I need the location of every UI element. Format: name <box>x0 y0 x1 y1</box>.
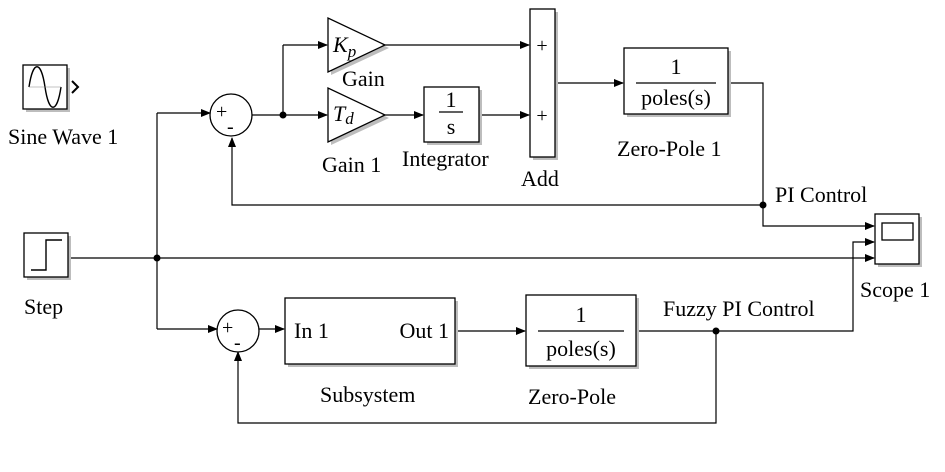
zp-numerator: 1 <box>576 302 587 327</box>
wire-zp1-to-scope <box>728 82 875 230</box>
zp-denominator: poles(s) <box>546 336 616 361</box>
gain-symbol: Kp <box>332 32 356 61</box>
sum2-minus-sign: - <box>234 332 241 354</box>
step-icon <box>31 239 62 271</box>
zero-pole-1-block[interactable]: 1 poles(s) <box>623 47 731 117</box>
step-block[interactable] <box>23 232 71 280</box>
junction-dot <box>759 201 767 209</box>
wire-pi-feedback <box>228 137 763 206</box>
sum2-plus-sign: + <box>222 317 233 339</box>
pi-control-label: PI Control <box>775 182 867 207</box>
integrator-label: Integrator <box>402 146 489 171</box>
fuzzy-pi-control-label: Fuzzy PI Control <box>663 296 815 321</box>
subsystem-label: Subsystem <box>320 382 415 407</box>
scope-label: Scope 1 <box>860 277 930 302</box>
gain-block[interactable]: Kp <box>327 16 389 75</box>
integrator-denominator: s <box>447 114 456 139</box>
add-plus-sign-2: + <box>536 105 547 127</box>
signal-lines <box>70 41 875 424</box>
add-plus-sign-1: + <box>536 35 547 57</box>
junction-dot <box>712 327 720 335</box>
sum-block-2[interactable]: + - <box>216 309 260 354</box>
wire-zp-to-scope <box>638 238 875 332</box>
zero-pole-block[interactable]: 1 poles(s) <box>525 294 639 369</box>
zero-pole-1-label: Zero-Pole 1 <box>617 136 721 161</box>
subsystem-out-port-label: Out 1 <box>400 318 450 343</box>
gain-label: Gain <box>342 66 385 91</box>
subsystem-in-port-label: In 1 <box>294 318 329 343</box>
sum-block-1[interactable]: + - <box>209 93 253 138</box>
gain-1-block[interactable]: Td <box>327 86 389 145</box>
scope-block[interactable] <box>874 213 922 267</box>
junction-dot <box>153 254 161 262</box>
gain1-symbol: Td <box>333 101 354 128</box>
zp1-denominator: poles(s) <box>641 85 711 110</box>
zero-pole-label: Zero-Pole <box>528 384 616 409</box>
sine-wave-label: Sine Wave 1 <box>8 124 118 149</box>
add-label: Add <box>521 166 559 191</box>
sine-wave-block[interactable] <box>22 64 80 112</box>
junction-dot <box>279 111 287 119</box>
subsystem-block[interactable]: In 1 Out 1 <box>284 297 458 367</box>
step-label: Step <box>24 294 63 319</box>
add-block[interactable]: + + <box>529 8 558 160</box>
integrator-block[interactable]: 1 s <box>423 86 482 145</box>
output-port-icon <box>71 80 80 94</box>
gain-1-label: Gain 1 <box>322 152 381 177</box>
sum1-plus-sign: + <box>216 101 227 123</box>
integrator-numerator: 1 <box>446 87 457 112</box>
scope-screen-icon <box>881 222 914 241</box>
wire-fuzzy-feedback <box>234 331 717 424</box>
sum1-minus-sign: - <box>227 116 234 138</box>
zp1-numerator: 1 <box>671 54 682 79</box>
